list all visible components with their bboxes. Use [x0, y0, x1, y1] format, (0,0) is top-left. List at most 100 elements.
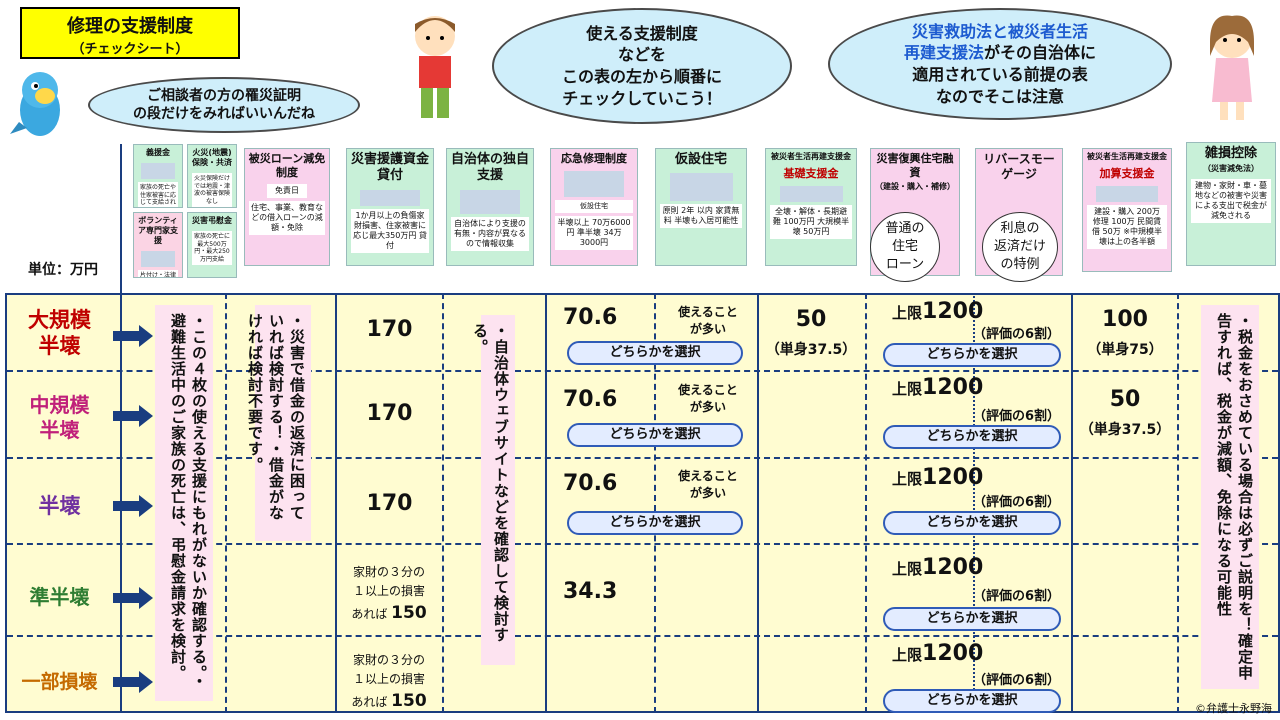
oval-line: 返済だけ: [993, 238, 1046, 254]
row-label-large-half: 大規模 半壊: [7, 307, 112, 360]
oval-line: ローン: [885, 257, 925, 273]
card-local-support[interactable]: 自治体の独自支援 自治体により支援の有無・内容が異なるので情報収集: [446, 148, 534, 266]
bubble-line: 使える支援制度: [586, 23, 698, 43]
choose-either-button[interactable]: どちらかを選択: [883, 425, 1061, 449]
row-label-text: 半壊: [38, 494, 81, 518]
basic-support-single-r1: （単身37.5）: [765, 342, 857, 358]
repair-value-r4: 34.3: [563, 579, 618, 604]
card-body: 建物・家財・車・墓地などの被害や災害による支出で税金が減免される: [1191, 179, 1271, 224]
fukko-limit-r3: 上限1200: [892, 465, 983, 490]
arrow-right-icon: [113, 671, 153, 693]
card-tag: 免責日: [267, 183, 307, 198]
col-divider: [545, 293, 547, 713]
bubble-line: 適用されている前提の表: [912, 65, 1088, 84]
col-divider: [973, 293, 975, 713]
choose-either-button[interactable]: どちらかを選択: [567, 423, 743, 447]
card-body: 家族の死亡に最大500万円・最大250万円支給: [192, 231, 232, 265]
repair-value-r2: 70.6: [563, 387, 618, 412]
card-casualty-deduction[interactable]: 雑損控除 （災害減免法） 建物・家財・車・墓地などの被害や災害による支出で税金が…: [1186, 142, 1276, 266]
row-label-medium-half: 中規模 半壊: [7, 393, 112, 443]
row-label-partial: 一部損壊: [7, 671, 112, 695]
card-emergency-repair[interactable]: 応急修理制度 仮設住宅 半壊以上 70万6000円 準半壊 34万3000円: [550, 148, 638, 266]
card-basic-support[interactable]: 被災者生活再建支援金 基礎支援金 全壊・解体・長期避難 100万円 大規模半壊 …: [765, 148, 857, 266]
page-subtitle: （チェックシート）: [71, 42, 189, 57]
enjo-value-r3: 170: [366, 491, 413, 516]
oval-line: の特例: [1000, 257, 1040, 273]
enjo-note-line: あれば: [351, 695, 388, 710]
choose-either-button[interactable]: どちらかを選択: [883, 343, 1061, 367]
card-title: リバースモーゲージ: [983, 152, 1055, 181]
note-tax: ・税金をおさめている場合は必ずご説明を！確定申告すれば、税金が減額、免除になる可…: [1201, 305, 1259, 689]
fukko-note-r2: （評価の6割）: [973, 409, 1061, 424]
card-title: 被災者生活再建支援金: [1087, 152, 1167, 161]
often-note-r3: 使えることが多い: [665, 467, 751, 501]
additional-support-value-r1: 100: [1102, 307, 1148, 332]
choose-either-button[interactable]: どちらかを選択: [567, 341, 743, 365]
card-enjo-loan[interactable]: 災害援護資金貸付 1か月以上の負傷家財損害、住家被害に応じ最大350万円 貸付: [346, 148, 434, 266]
choose-either-button[interactable]: どちらかを選択: [883, 607, 1061, 631]
enjo-value-r1: 170: [366, 317, 413, 342]
card-title: 雑損控除: [1204, 146, 1257, 161]
often-line: 使えること: [678, 383, 738, 397]
money-icon: [141, 163, 175, 179]
oval-line: 普通の: [885, 220, 925, 236]
additional-support-single-r2: （単身37.5）: [1079, 422, 1171, 438]
speech-bubble-girl: 災害救助法と被災者生活 再建支援法がその自治体に 適用されている前提の表 なので…: [828, 8, 1172, 120]
choose-either-button[interactable]: どちらかを選択: [883, 511, 1061, 535]
row-divider: [7, 635, 1278, 637]
often-note-r2: 使えることが多い: [665, 381, 751, 415]
bubble-line: なのでそこは注意: [935, 86, 1064, 106]
row-label-half: 半壊: [7, 493, 112, 519]
enjo-note-r4: 家財の３分の １以上の損害 あれば 150: [341, 563, 437, 627]
arrow-right-icon: [113, 325, 153, 347]
money-icon: [779, 185, 843, 202]
speech-bubble-parrot: ご相談者の方の罹災証明 の段だけをみればいいんだね: [88, 77, 360, 133]
additional-support-value-r2: 50: [1109, 387, 1141, 412]
row-label-text: 準半壊: [29, 585, 90, 609]
card-title: 被災ローン減免制度: [248, 152, 326, 179]
oval-loan-note: 普通の 住宅 ローン: [870, 212, 940, 282]
enjo-note-line: １以上の損害: [352, 671, 425, 686]
fukko-num: 1200: [922, 465, 984, 490]
enjo-note-line: 家財の３分の: [352, 653, 425, 667]
people-icon: [141, 251, 175, 267]
card-insurance[interactable]: 火災(地震)保険・共済 火災保険だけでは地震・津波の被害保険なし: [187, 144, 237, 208]
bubble-line: チェックしていこう！: [562, 88, 722, 108]
card-volunteer[interactable]: ボランティア専門家支援 片付け・法律相談などを受けられる: [133, 212, 183, 278]
often-line: が多い: [689, 486, 726, 500]
choose-either-button[interactable]: どちらかを選択: [567, 511, 743, 535]
card-body: 自治体により支援の有無・内容が異なるので情報収集: [451, 216, 529, 251]
card-body: 家族の死亡や住家被害に応じて支給される: [138, 182, 178, 207]
enjo-note-line: １以上の損害: [352, 583, 425, 598]
fukko-num: 1200: [922, 555, 984, 580]
often-note-r1: 使えることが多い: [665, 303, 751, 337]
card-choikin[interactable]: 災害弔慰金 家族の死亡に最大500万円・最大250万円支給: [187, 212, 237, 278]
card-body: 全壊・解体・長期避難 100万円 大規模半壊 50万円: [770, 204, 852, 239]
row-label-text: 半壊: [38, 334, 81, 359]
row-label-text: 中規模: [29, 393, 90, 417]
card-temporary-housing[interactable]: 仮設住宅 原則 2年 以内 家賃無料 半壊も入居可能性: [655, 148, 747, 266]
enjo-note-r5: 家財の３分の １以上の損害 あれば 150: [341, 651, 437, 715]
building-icon: [459, 189, 521, 214]
fukko-note-r1: （評価の6割）: [973, 327, 1061, 342]
row-label-text: 一部損壊: [21, 671, 98, 693]
often-line: が多い: [689, 322, 726, 336]
enjo-value-r2: 170: [366, 401, 413, 426]
card-additional-support[interactable]: 被災者生活再建支援金 加算支援金 建設・購入 200万 修理 100万 民間賃借…: [1082, 148, 1172, 272]
person-icon: [359, 189, 421, 206]
credit-text: ©弁護士永野海: [1195, 702, 1272, 715]
bubble-line: 再建支援法: [903, 43, 984, 63]
col-divider: [757, 293, 759, 713]
col-divider: [1071, 293, 1073, 713]
card-title: 災害援護資金貸付: [350, 152, 429, 184]
oval-line: 住宅: [891, 238, 918, 254]
repair-value-r1: 70.6: [563, 305, 618, 330]
card-gienkin[interactable]: 義援金 家族の死亡や住家被害に応じて支給される: [133, 144, 183, 208]
enjo-note-value: 150: [391, 603, 427, 624]
choose-either-button[interactable]: どちらかを選択: [883, 689, 1061, 713]
card-loan-reduction[interactable]: 被災ローン減免制度 免責日 住宅、事業、教育などの借入ローンの減額・免除: [244, 148, 330, 266]
bubble-line: この表の左から順番に: [561, 67, 722, 86]
card-title: 応急修理制度: [561, 152, 627, 165]
card-body: 半壊以上 70万6000円 準半壊 34万3000円: [555, 215, 633, 250]
fukko-num: 1200: [922, 375, 984, 400]
